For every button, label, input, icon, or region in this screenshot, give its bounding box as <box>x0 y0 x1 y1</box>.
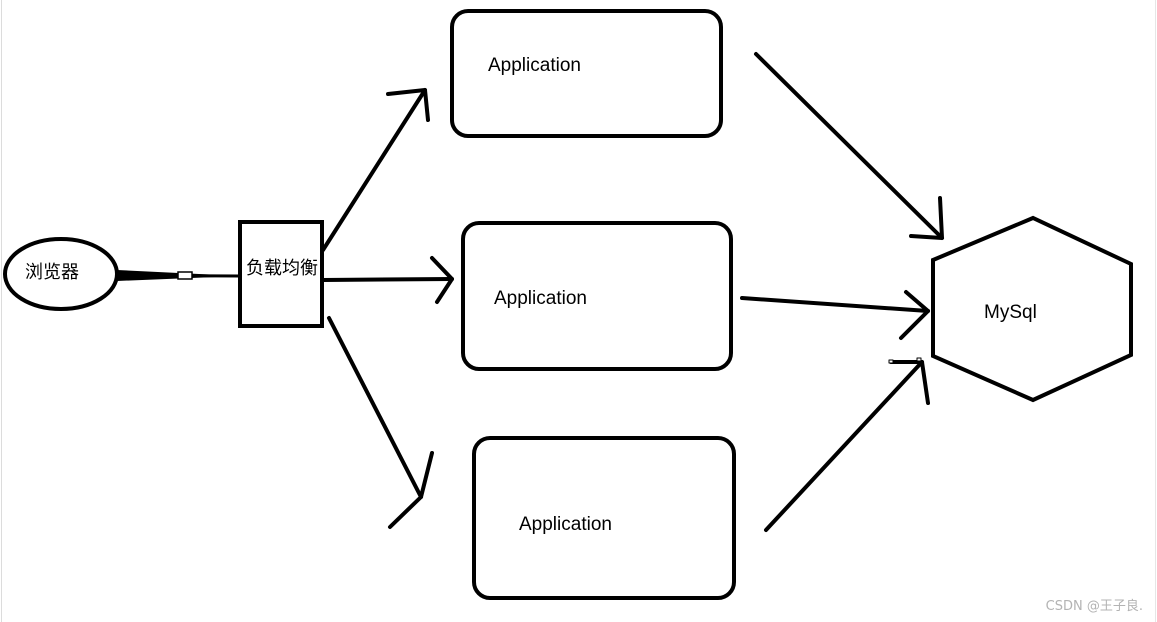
database-node <box>931 215 1133 403</box>
edge-browser-to-load-balancer <box>116 270 241 281</box>
application-2-label: Application <box>494 288 587 309</box>
edge-lb-to-application-1 <box>321 88 430 252</box>
database-label: MySql <box>984 302 1037 323</box>
application-node-1 <box>450 9 723 138</box>
edge-lb-to-application-2 <box>321 256 454 304</box>
edge-application-2-to-database <box>740 290 930 340</box>
load-balancer-label: 负载均衡 <box>246 258 318 279</box>
edge-lb-to-application-3 <box>327 316 434 529</box>
application-node-2 <box>461 221 733 371</box>
csdn-watermark: CSDN @王子良. <box>1045 599 1143 614</box>
edge-application-3-to-database <box>764 357 930 532</box>
edge-application-1-to-database <box>754 52 944 240</box>
application-1-label: Application <box>488 55 581 76</box>
browser-label: 浏览器 <box>25 262 79 283</box>
application-3-label: Application <box>519 514 612 535</box>
load-balancer-node <box>238 220 324 328</box>
application-node-3 <box>472 436 736 600</box>
